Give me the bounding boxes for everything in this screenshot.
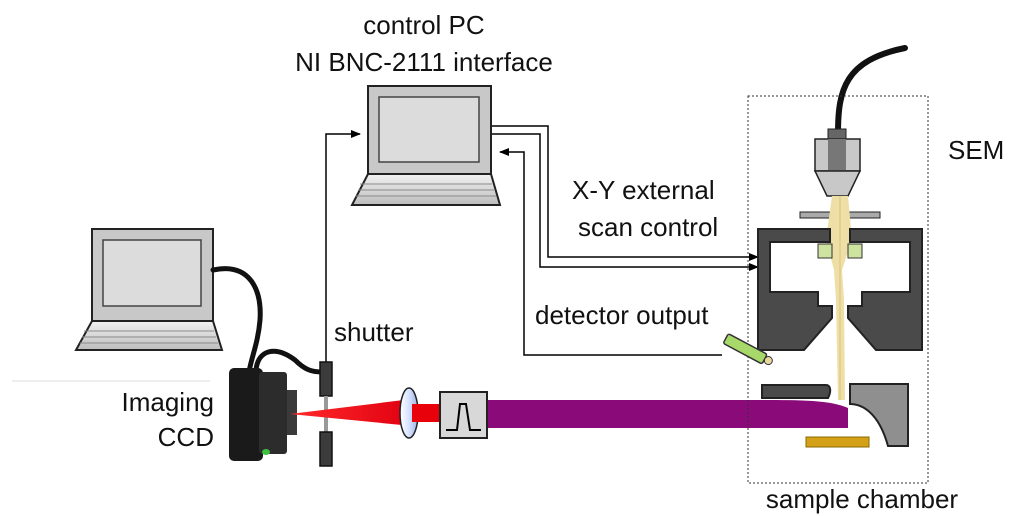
sem-enclosure — [747, 95, 929, 484]
control-pc-label: control PC — [363, 10, 484, 40]
sample-chamber-label: sample chamber — [766, 484, 959, 514]
xy-scan-label-line1: X-Y external — [572, 175, 715, 205]
ccd-camera — [229, 368, 297, 461]
imaging-ccd-label-line1: Imaging — [122, 387, 215, 417]
shutter-label: shutter — [334, 317, 414, 347]
pulse-filter-box — [439, 391, 488, 439]
objective-lens — [757, 228, 923, 351]
detector — [723, 333, 773, 366]
detector-output-label: detector output — [535, 300, 709, 330]
interface-label: NI BNC-2111 interface — [295, 47, 553, 77]
sem-electron-gun-cable — [835, 45, 908, 136]
sample — [805, 436, 870, 448]
ccd-shutter-cable — [253, 348, 325, 375]
laser-beam — [290, 399, 412, 426]
beam-segment — [412, 404, 440, 422]
signal-wires — [325, 125, 759, 362]
electron-beam — [826, 196, 852, 400]
chamber-stage — [761, 383, 909, 447]
fiber-beam — [487, 400, 848, 428]
xy-scan-label-line2: scan control — [578, 212, 718, 242]
ccd-display-computer — [74, 228, 224, 351]
electron-gun — [813, 128, 862, 197]
imaging-ccd-label-line2: CCD — [158, 422, 214, 452]
sem-label: SEM — [948, 135, 1004, 165]
control-pc-computer — [350, 85, 502, 206]
ccd-cable — [210, 266, 263, 381]
